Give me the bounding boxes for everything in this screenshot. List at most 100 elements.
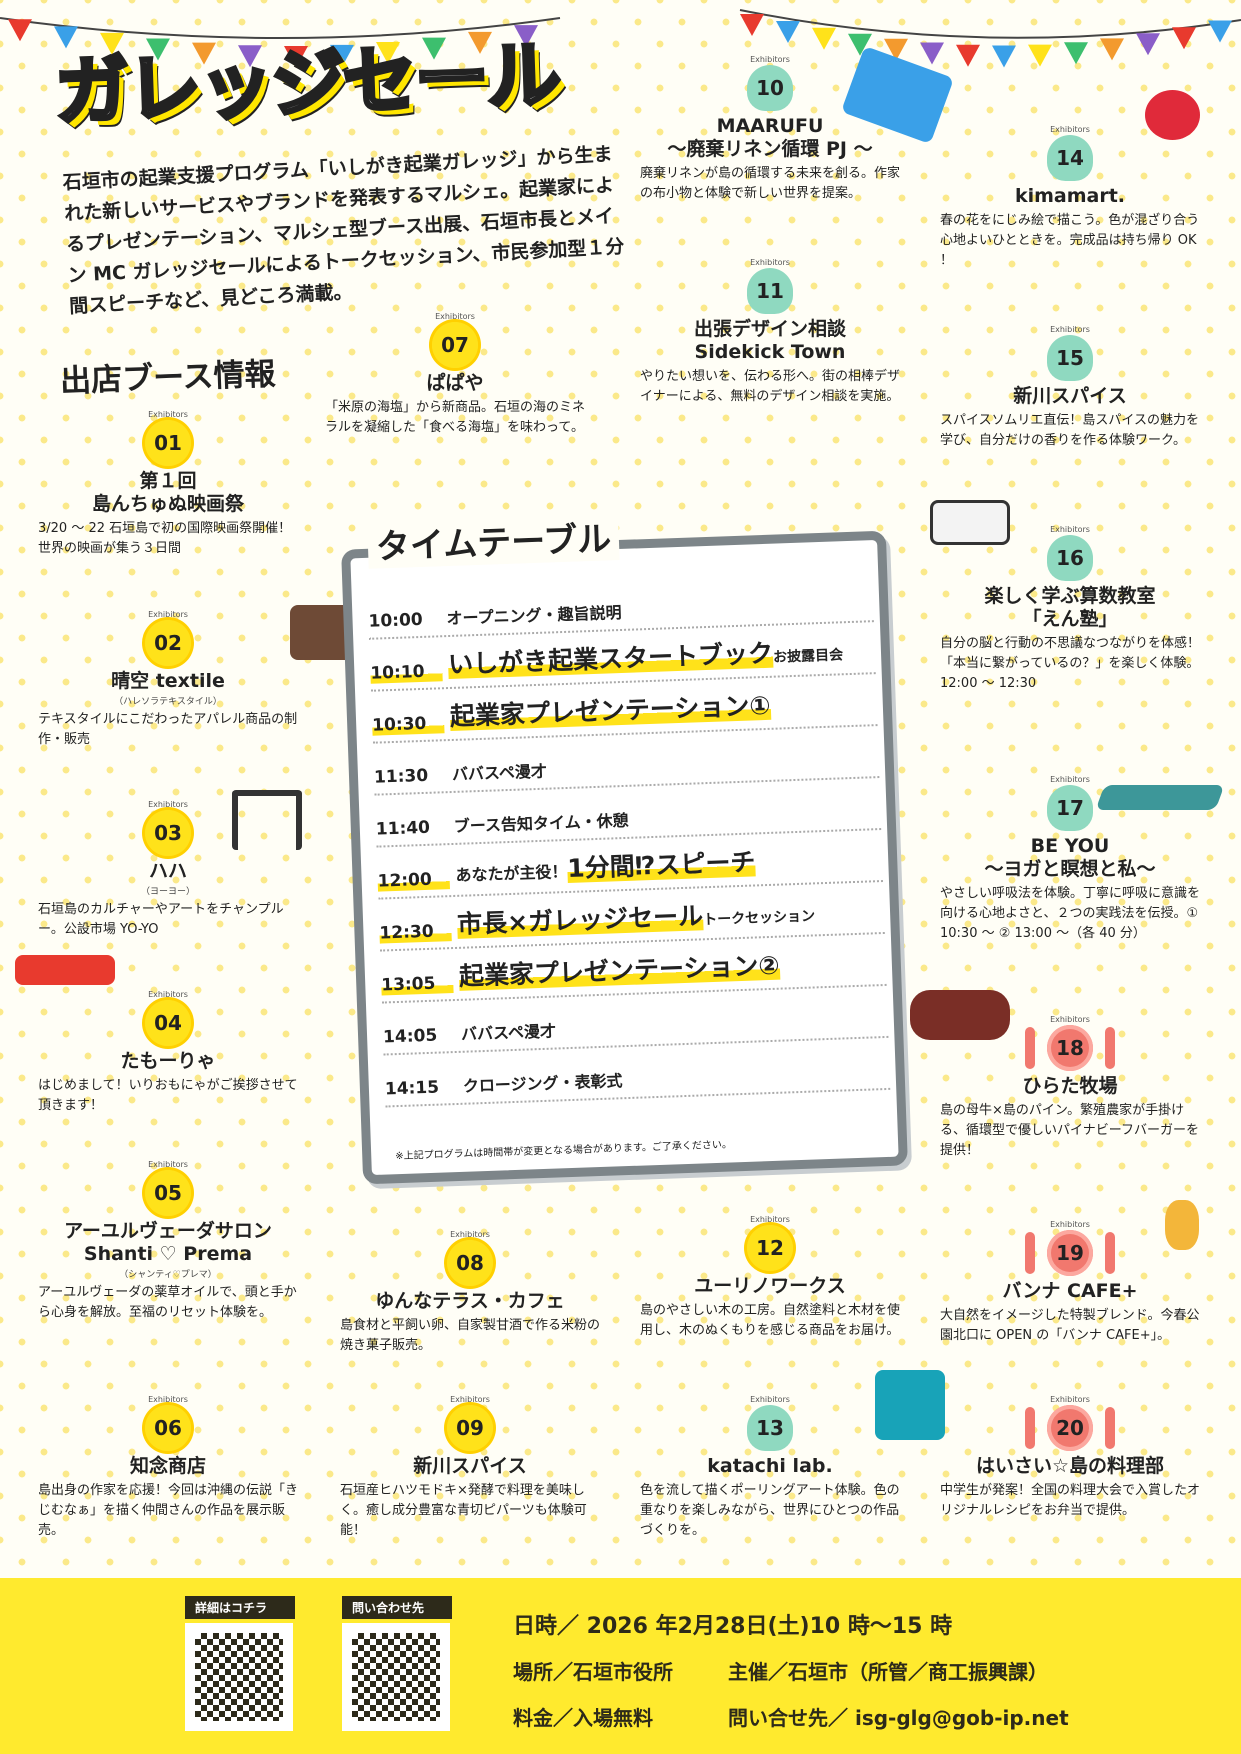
booth-number-badge: Exhibitors 03 xyxy=(145,800,191,856)
illustration-cow-icon xyxy=(910,990,1010,1040)
bunting-flag xyxy=(1208,20,1232,43)
row-time: 11:40 xyxy=(375,817,431,840)
bunting-flag xyxy=(920,42,944,65)
booth-description: スパイスソムリエ直伝！島スパイスの魅力を学び、自分だけの香りを作る体験ワーク。 xyxy=(940,413,1199,448)
qr-code-contact[interactable] xyxy=(342,1623,450,1731)
bunting-flag xyxy=(468,31,492,54)
row-time: 14:15 xyxy=(384,1077,440,1100)
booth-number-badge: Exhibitors 20 xyxy=(1025,1395,1115,1451)
event-contact[interactable]: 問い合せ先／ isg-glg@gob-ip.net xyxy=(728,1706,1069,1730)
page-title: ガレッジセール xyxy=(52,30,563,138)
booth-name: katachi lab. xyxy=(707,1455,833,1477)
booth-number: 19 xyxy=(1056,1241,1084,1265)
booth-description: 島の母牛×島のパイン。繁殖農家が手掛ける、循環型で優しいパイナビーフバーガーを提… xyxy=(940,1103,1199,1158)
booth-number: 02 xyxy=(154,631,182,655)
booth-number: 09 xyxy=(456,1416,484,1440)
qr-code-details[interactable] xyxy=(185,1623,293,1731)
row-title: ババスペ漫才 xyxy=(460,1021,557,1044)
bunting-flag xyxy=(956,44,980,67)
badge-label: Exhibitors xyxy=(148,1160,188,1169)
row-title: 起業家プレゼンテーション① xyxy=(449,690,771,731)
badge-label: Exhibitors xyxy=(1050,325,1090,334)
booth-section-title: 出店ブース情報 xyxy=(59,356,277,400)
booth-name: kimamart. xyxy=(1014,185,1126,207)
booth-number: 06 xyxy=(154,1416,182,1440)
booth-description: 島出身の作家を応援！今回は沖縄の伝説「きじむなぁ」を描く仲間さんの作品を展示販売… xyxy=(38,1483,299,1538)
row-time: 12:00 xyxy=(377,869,450,892)
row-time: 12:30 xyxy=(379,921,452,944)
illustration-flower-icon xyxy=(1145,90,1200,140)
booth-15: Exhibitors 15 新川スパイス スパイスソムリエ直伝！島スパイスの魅力を… xyxy=(940,325,1200,451)
booth-description: 廃棄リネンが島の循環する未来を創る。作家の布小物と体験で新しい世界を提案。 xyxy=(640,166,901,201)
booth-name: はいさい☆島の料理部 xyxy=(975,1455,1165,1477)
booth-name: ユーリノワークス xyxy=(694,1275,846,1297)
booth-number: 11 xyxy=(756,279,784,303)
row-prefix: あなたが主役！ xyxy=(455,862,568,885)
badge-label: Exhibitors xyxy=(148,1395,188,1404)
bunting-flag xyxy=(1172,27,1196,50)
row-suffix: トークセッション xyxy=(702,908,816,929)
row-time: 13:05 xyxy=(380,973,454,996)
badge-label: Exhibitors xyxy=(148,800,188,809)
booth-number-badge: Exhibitors 06 xyxy=(145,1395,191,1451)
event-organizer: 主催／石垣市（所管／商工振興課） xyxy=(728,1660,1048,1684)
row-suffix: お披露目会 xyxy=(772,647,844,666)
illustration-cart-icon xyxy=(875,1370,945,1440)
booth-name: 新川スパイス xyxy=(1013,385,1127,407)
bunting-flag xyxy=(740,14,764,36)
bunting-decoration xyxy=(0,9,1241,68)
footer-info: 詳細はコチラ 問い合わせ先 日時／ 2026 年2月28日(土)10 時～15 … xyxy=(0,1578,1241,1754)
booth-number: 12 xyxy=(756,1236,784,1260)
booth-name: アーユルヴェーダサロン Shanti ♡ Prema xyxy=(64,1220,272,1265)
booth-number: 14 xyxy=(1056,146,1084,170)
booth-description: 石垣産ヒハツモドキ×発酵で料理を美味しく。癒し成分豊富な青切ピパーツも体験可能！ xyxy=(340,1483,587,1538)
bunting-flag xyxy=(884,38,908,61)
booth-number: 16 xyxy=(1056,546,1084,570)
badge-label: Exhibitors xyxy=(1050,1395,1090,1404)
badge-label: Exhibitors xyxy=(435,312,475,321)
row-time: 10:10 xyxy=(370,661,443,684)
booth-number-badge: Exhibitors 09 xyxy=(447,1395,493,1451)
booth-description: 大自然をイメージした特製ブレンド。今春公園北口に OPEN の「バンナ CAFE… xyxy=(940,1308,1200,1343)
qr-contact-label: 問い合わせ先 xyxy=(342,1596,452,1619)
booth-number: 20 xyxy=(1056,1416,1084,1440)
booth-description: 自分の脳と行動の不思議なつながりを体感！「本当に繋がっているの？」を楽しく体験。… xyxy=(940,636,1201,691)
booth-20: Exhibitors 20 はいさい☆島の料理部 中学生が発案！全国の料理大会で入… xyxy=(940,1395,1201,1521)
booth-description: 中学生が発案！全国の料理大会で入賞したオリジナルレシピをお弁当で提供。 xyxy=(940,1483,1201,1518)
badge-label: Exhibitors xyxy=(1050,125,1090,134)
booth-number-badge: Exhibitors 19 xyxy=(1025,1220,1115,1276)
booth-number: 05 xyxy=(154,1181,182,1205)
bunting-flag xyxy=(284,45,308,68)
badge-label: Exhibitors xyxy=(1050,775,1090,784)
row-title: 1分間⁉スピーチ xyxy=(566,847,756,883)
booth-number: 03 xyxy=(154,821,182,845)
badge-label: Exhibitors xyxy=(750,1215,790,1224)
row-time: 14:05 xyxy=(382,1025,438,1048)
booth-number: 04 xyxy=(154,1011,182,1035)
bunting-flag xyxy=(848,33,872,56)
event-venue: 場所／石垣市役所 xyxy=(513,1660,673,1684)
qr-details-label: 詳細はコチラ xyxy=(185,1596,295,1619)
badge-label: Exhibitors xyxy=(1050,1220,1090,1229)
row-time: 10:00 xyxy=(368,609,424,632)
booth-number: 15 xyxy=(1056,346,1084,370)
booth-name: 晴空 textile xyxy=(111,670,225,692)
booth-reading: （ヨーヨー） xyxy=(140,887,195,897)
bunting-flag xyxy=(376,42,400,65)
bunting-flag xyxy=(54,26,78,49)
booth-description: 色を流して描くポーリングアート体験。色の重なりを楽しみながら、世界にひとつの作品… xyxy=(640,1483,900,1538)
row-title: ババスペ漫才 xyxy=(451,761,548,784)
bunting-flag xyxy=(422,37,446,60)
badge-label: Exhibitors xyxy=(750,1395,790,1404)
badge-label: Exhibitors xyxy=(450,1395,490,1404)
